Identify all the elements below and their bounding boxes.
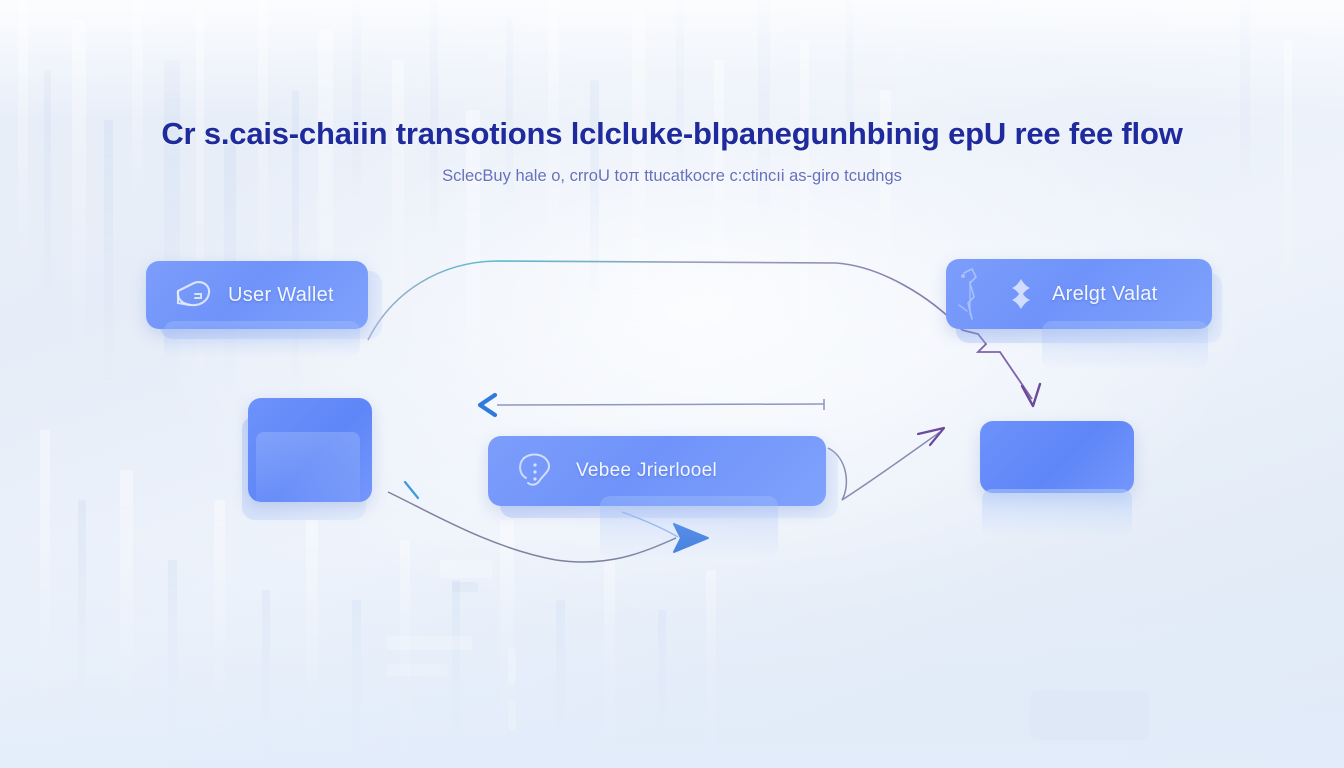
- node-label: Arelgt Valat: [1052, 282, 1158, 305]
- bottom-glow: [0, 538, 1344, 768]
- node-reflection: [256, 432, 360, 510]
- node-surface: [946, 259, 1212, 329]
- node-reflection: [982, 489, 1132, 537]
- node-surface: [488, 436, 826, 506]
- wallet-icon: [176, 281, 211, 307]
- edge-bridge-to-rightbox: [827, 431, 941, 501]
- ghost-artifact: [508, 700, 516, 730]
- node-reflection: [1042, 321, 1208, 369]
- clover-diamond-icon: [1012, 279, 1030, 309]
- page-title: Cr s.cais-chaiin transotions lclcluke-bl…: [161, 116, 1183, 151]
- ghost-artifact: [386, 636, 472, 650]
- node-label: User Wallet: [228, 283, 334, 306]
- ghost-artifact: [452, 582, 478, 592]
- node-surface: [980, 421, 1134, 493]
- ghost-artifact: [440, 560, 492, 578]
- arrowhead-left-chevron: [477, 392, 498, 418]
- node-agent-vault[interactable]: Arelgt Valat: [946, 259, 1222, 369]
- node-unlabeled-right[interactable]: [980, 421, 1134, 537]
- arrowhead-down-right: [1020, 382, 1042, 408]
- node-bridge-protocol[interactable]: Vebee Jrierlooel: [488, 436, 838, 558]
- ghost-artifact: [508, 648, 516, 684]
- node-label: Vebee Jrierlooel: [576, 460, 718, 481]
- node-surface: [248, 398, 372, 502]
- ghost-artifact: [1030, 690, 1150, 740]
- sketch-glyph-icon: [958, 267, 977, 320]
- edge-left-tick: [403, 480, 420, 500]
- page-subtitle: SclecBuy hale o, crroU toπ ttucatkocre c…: [442, 167, 902, 185]
- edge-return-flow: [496, 403, 825, 406]
- node-reflection: [600, 496, 778, 558]
- ghost-artifact: [386, 664, 448, 676]
- node-unlabeled-left[interactable]: [242, 398, 372, 520]
- node-surface: [146, 261, 368, 329]
- node-reflection: [164, 321, 360, 357]
- top-glow: [0, 0, 1344, 120]
- arrowhead-up-right: [916, 426, 946, 447]
- node-swirl-icon: [519, 453, 550, 486]
- node-user-wallet[interactable]: User Wallet: [146, 261, 382, 357]
- edge-wallet-to-vault: [367, 260, 963, 341]
